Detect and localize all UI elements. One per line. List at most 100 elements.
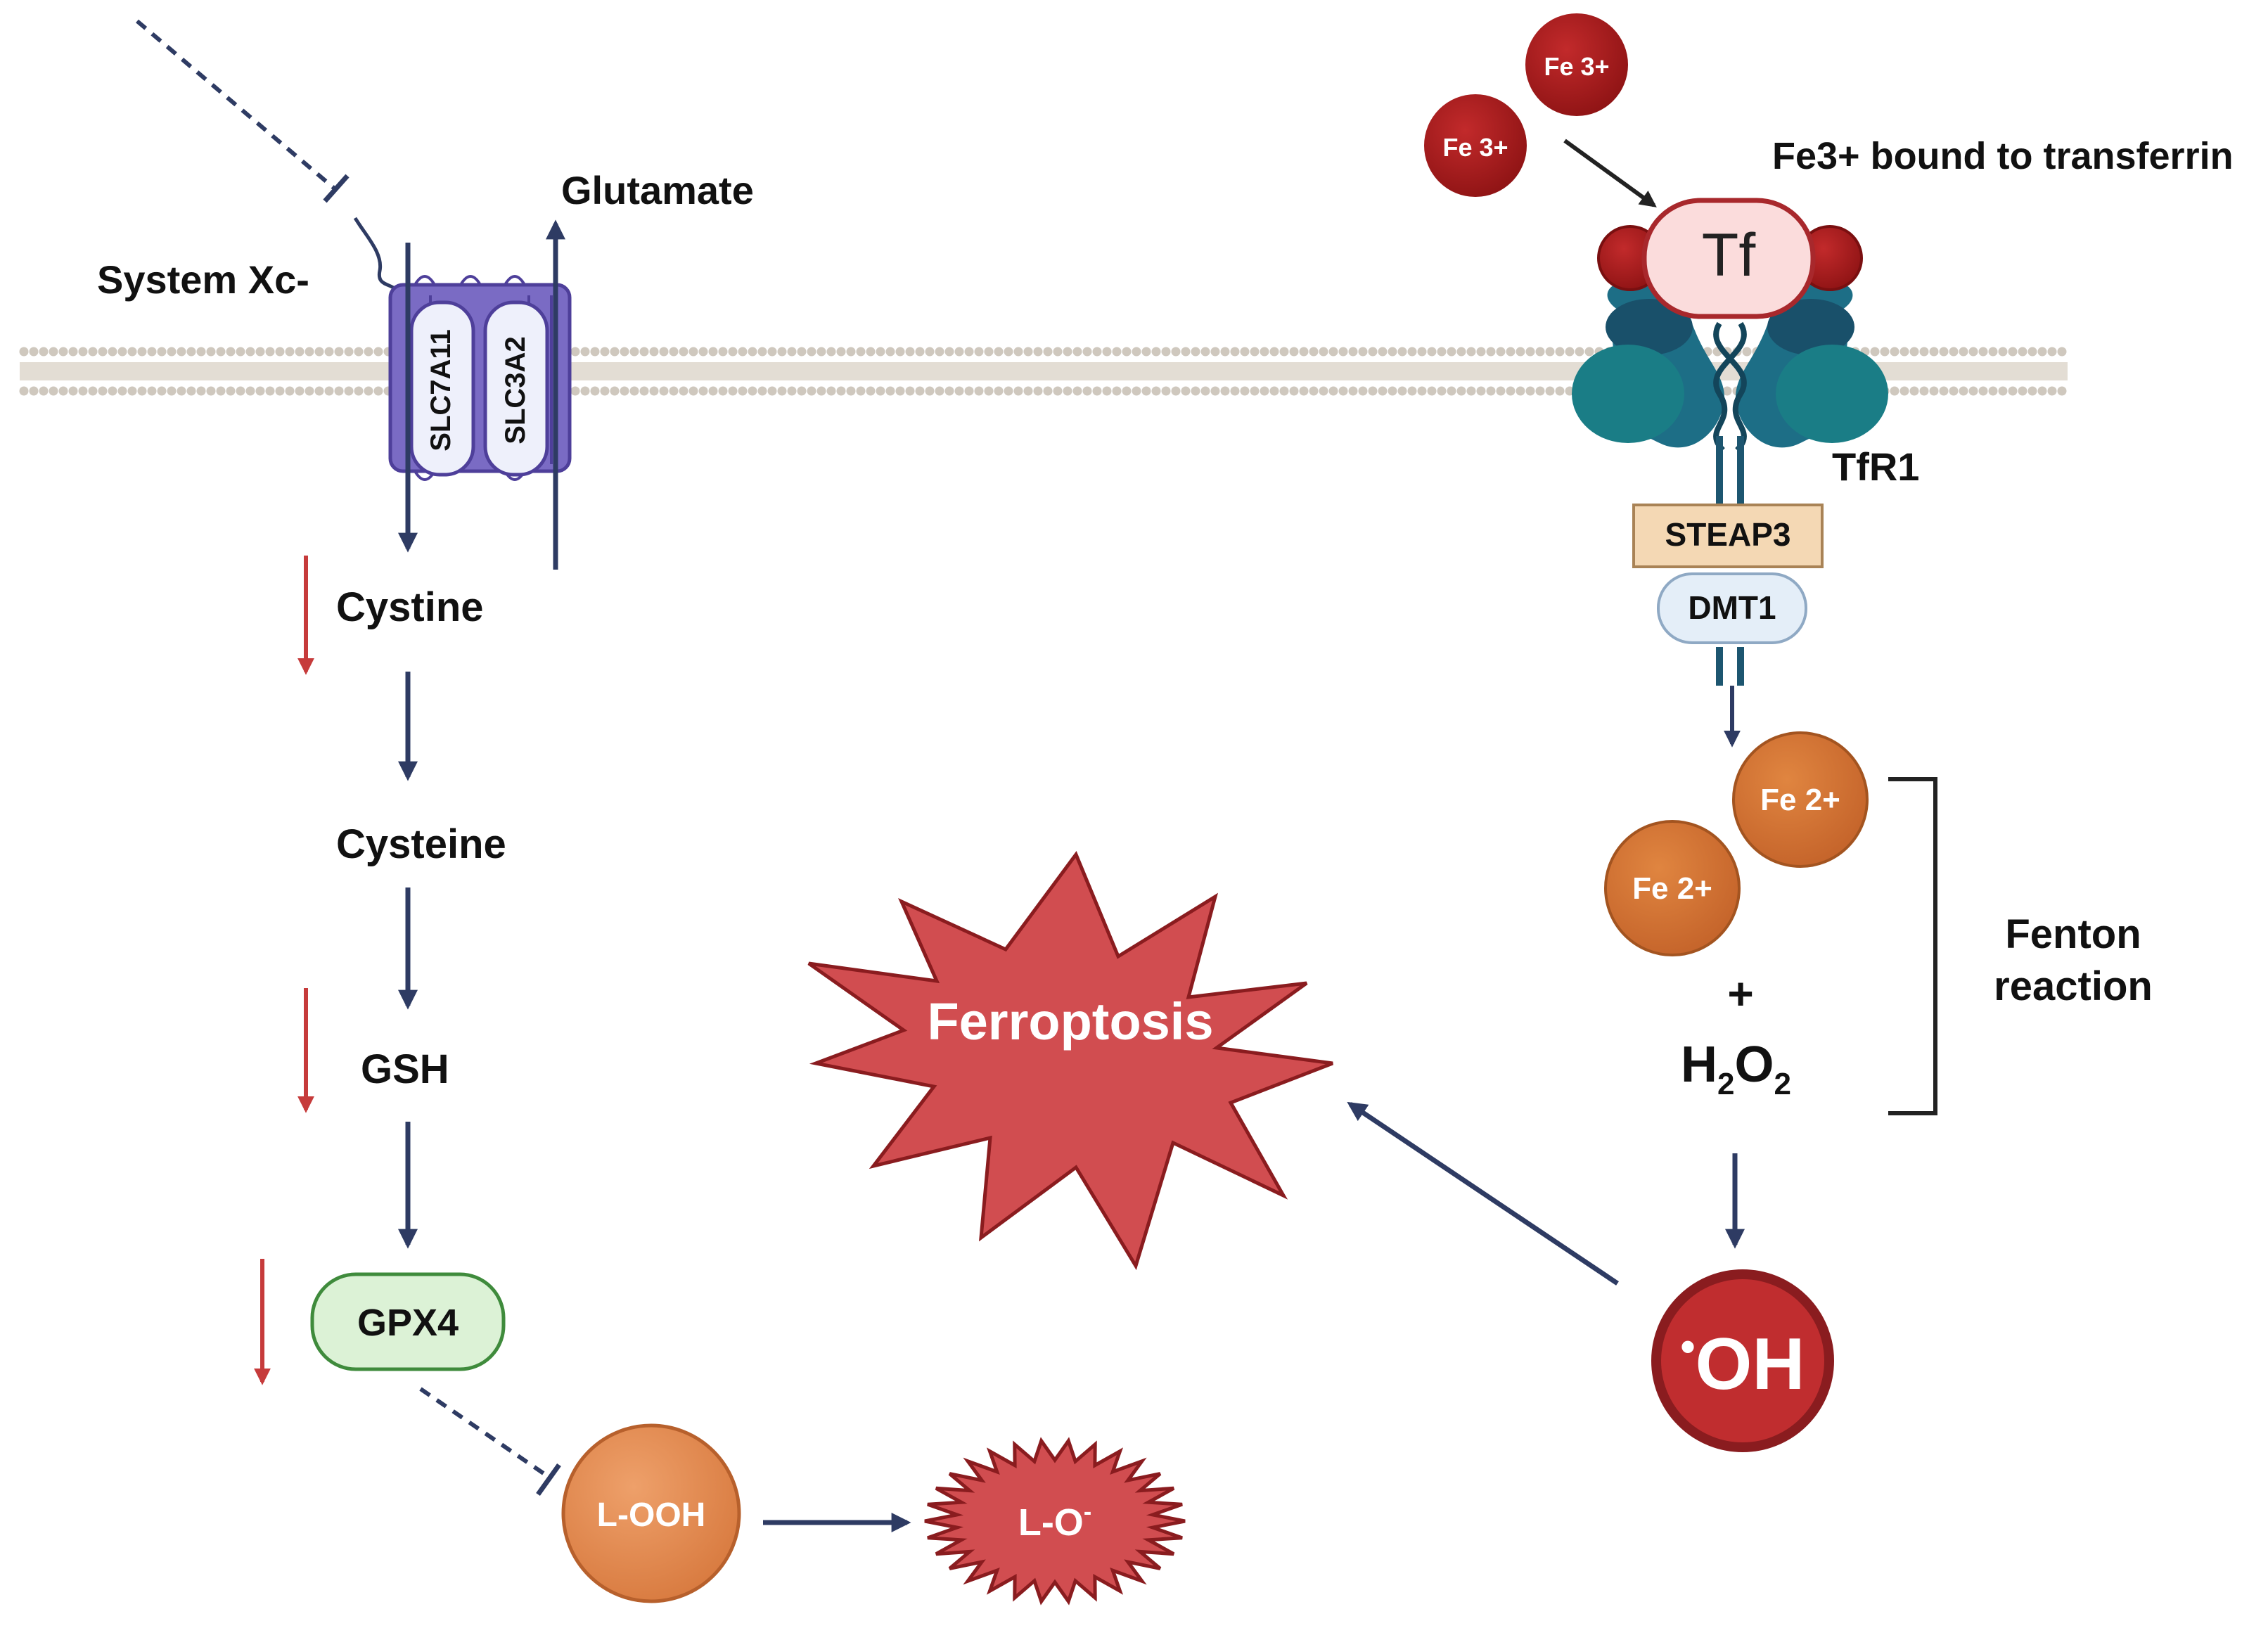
membrane-bead: [334, 386, 344, 396]
membrane-bead: [984, 347, 994, 357]
membrane-bead: [1013, 347, 1023, 357]
l-ooh-label: L-OOH: [597, 1497, 706, 1534]
membrane-bead: [935, 386, 944, 396]
membrane-bead: [915, 347, 925, 357]
fe2-ion-right: [1732, 731, 1869, 868]
membrane-bead: [236, 386, 245, 396]
membrane-bead: [1053, 347, 1063, 357]
membrane-bead: [127, 347, 137, 357]
membrane-bead: [1417, 347, 1427, 357]
membrane-bead: [767, 386, 777, 396]
membrane-bead: [669, 386, 679, 396]
tf-label: Tf: [1702, 222, 1757, 289]
membrane-bead: [748, 347, 757, 357]
membrane-bead: [1407, 386, 1417, 396]
membrane-bead: [836, 347, 846, 357]
membrane-bead: [1141, 347, 1151, 357]
membrane-bead: [373, 386, 383, 396]
membrane-bead: [1181, 347, 1191, 357]
membrane-bead: [826, 386, 836, 396]
membrane-bead: [137, 347, 147, 357]
membrane-bead: [1378, 347, 1388, 357]
membrane-bead: [1033, 347, 1043, 357]
membrane-bead: [1082, 386, 1092, 396]
membrane-bead: [206, 386, 216, 396]
radical-dot: •: [1680, 1323, 1695, 1370]
membrane-bead: [147, 347, 157, 357]
membrane-bead: [265, 347, 275, 357]
membrane-bead: [698, 347, 708, 357]
membrane-bead: [1929, 386, 1939, 396]
membrane-bead: [1358, 347, 1368, 357]
membrane-bead: [364, 347, 373, 357]
membrane-bead: [590, 386, 600, 396]
membrane-bead: [49, 347, 58, 357]
ferroptosis-starburst: [807, 850, 1333, 1271]
membrane-bead: [1880, 347, 1890, 357]
steap3-label: STEAP3: [1665, 516, 1791, 553]
membrane-bead: [1919, 386, 1929, 396]
membrane-bead: [718, 386, 728, 396]
membrane-bead: [127, 386, 137, 396]
membrane-bead: [620, 386, 629, 396]
l-o-superscript: -: [1084, 1499, 1091, 1525]
membrane-bead: [1437, 386, 1447, 396]
membrane-bead: [1506, 347, 1516, 357]
membrane-bead: [2047, 386, 2057, 396]
membrane-bead: [88, 347, 98, 357]
membrane-bead: [1584, 347, 1594, 357]
membrane-bead: [856, 347, 866, 357]
membrane-bead: [698, 386, 708, 396]
l-o-label: L-O-: [1018, 1499, 1091, 1544]
membrane-bead: [1447, 386, 1456, 396]
membrane-bead: [1230, 386, 1240, 396]
membrane-bead: [610, 347, 620, 357]
membrane-bead: [1023, 347, 1033, 357]
membrane-bead: [1240, 347, 1250, 357]
membrane-bead: [2027, 347, 2037, 357]
membrane-bead: [816, 386, 826, 396]
fe2-label-right: Fe 2+: [1760, 783, 1840, 817]
membrane-bead: [1289, 386, 1299, 396]
membrane-bead: [836, 386, 846, 396]
membrane-bead: [78, 386, 88, 396]
membrane-bead: [1043, 347, 1053, 357]
system-xc-label: System Xc-: [97, 257, 309, 302]
membrane-bead: [1250, 386, 1260, 396]
membrane-bead: [1486, 386, 1496, 396]
membrane-bead: [807, 347, 816, 357]
membrane-bead: [1072, 347, 1082, 357]
membrane-bead: [1466, 347, 1476, 357]
membrane-bead: [2008, 386, 2018, 396]
membrane-bead: [1978, 347, 1988, 357]
membrane-bead: [866, 386, 876, 396]
membrane-bead: [1388, 347, 1397, 357]
membrane-bead: [738, 347, 748, 357]
membrane-bead: [1516, 347, 1525, 357]
membrane-bead: [679, 386, 688, 396]
membrane-bead: [1496, 386, 1506, 396]
membrane-bead: [1053, 386, 1063, 396]
membrane-bead: [305, 386, 314, 396]
membrane-bead: [649, 386, 659, 396]
tfr1-receptor: [1572, 281, 1888, 686]
membrane-bead: [777, 347, 787, 357]
membrane-bead: [1456, 386, 1466, 396]
membrane-bead: [570, 386, 580, 396]
membrane-bead: [344, 347, 354, 357]
membrane-bead: [935, 347, 944, 357]
membrane-bead: [728, 347, 738, 357]
membrane-bead: [1082, 347, 1092, 357]
membrane-bead: [787, 386, 797, 396]
membrane-bead: [1949, 386, 1959, 396]
membrane-bead: [68, 386, 78, 396]
membrane-bead: [2047, 347, 2057, 357]
membrane-bead: [19, 386, 29, 396]
membrane-bead: [895, 347, 905, 357]
membrane-bead: [167, 386, 177, 396]
membrane-bead: [1269, 347, 1279, 357]
membrane-bead: [1417, 386, 1427, 396]
membrane-bead: [954, 347, 964, 357]
membrane-bead: [1890, 386, 1899, 396]
membrane-bead: [777, 386, 787, 396]
